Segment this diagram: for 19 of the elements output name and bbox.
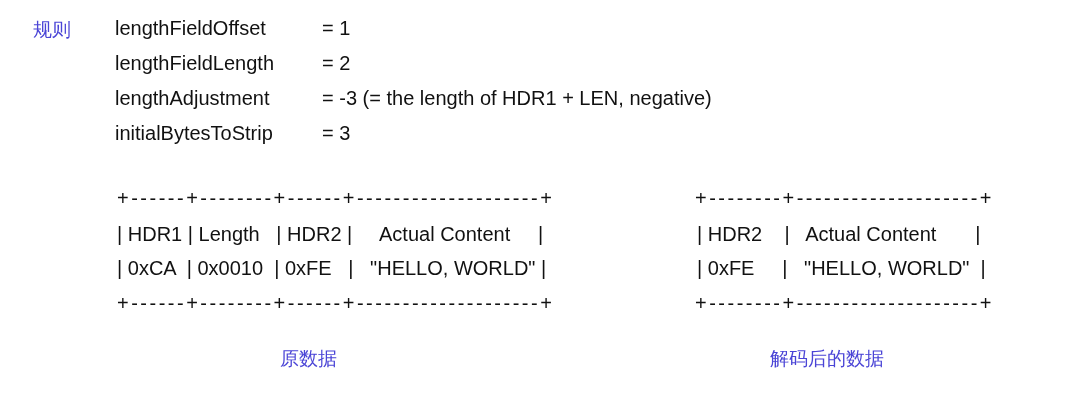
parameter-value: = -3 (= the length of HDR1 + LEN, negative) — [322, 86, 712, 110]
parameter-value: = 2 — [322, 51, 351, 75]
ascii-table-row: | 0xCA | 0x0010 | 0xFE | "HELLO, WORLD" | — [117, 256, 547, 280]
table-caption: 原数据 — [280, 347, 337, 371]
ascii-table-row: | HDR1 | Length | HDR2 | Actual Content | — [117, 222, 544, 246]
ascii-border-line: +--------+--------------------+ — [695, 186, 995, 210]
ascii-table-row: | 0xFE | "HELLO, WORLD" | — [697, 256, 986, 280]
parameter-name: initialBytesToStrip — [115, 121, 273, 145]
parameter-name: lengthFieldLength — [115, 51, 274, 75]
ascii-table-row: | HDR2 | Actual Content | — [697, 222, 981, 246]
parameter-name: lengthAdjustment — [115, 86, 270, 110]
section-heading: 规则 — [33, 18, 71, 42]
ascii-border-line: +------+--------+------+--------------------+ — [117, 291, 555, 315]
table-caption: 解码后的数据 — [770, 347, 884, 371]
parameter-value: = 3 — [322, 121, 351, 145]
ascii-border-line: +--------+--------------------+ — [695, 291, 995, 315]
ascii-border-line: +------+--------+------+--------------------+ — [117, 186, 555, 210]
parameter-name: lengthFieldOffset — [115, 16, 266, 40]
parameter-value: = 1 — [322, 16, 351, 40]
